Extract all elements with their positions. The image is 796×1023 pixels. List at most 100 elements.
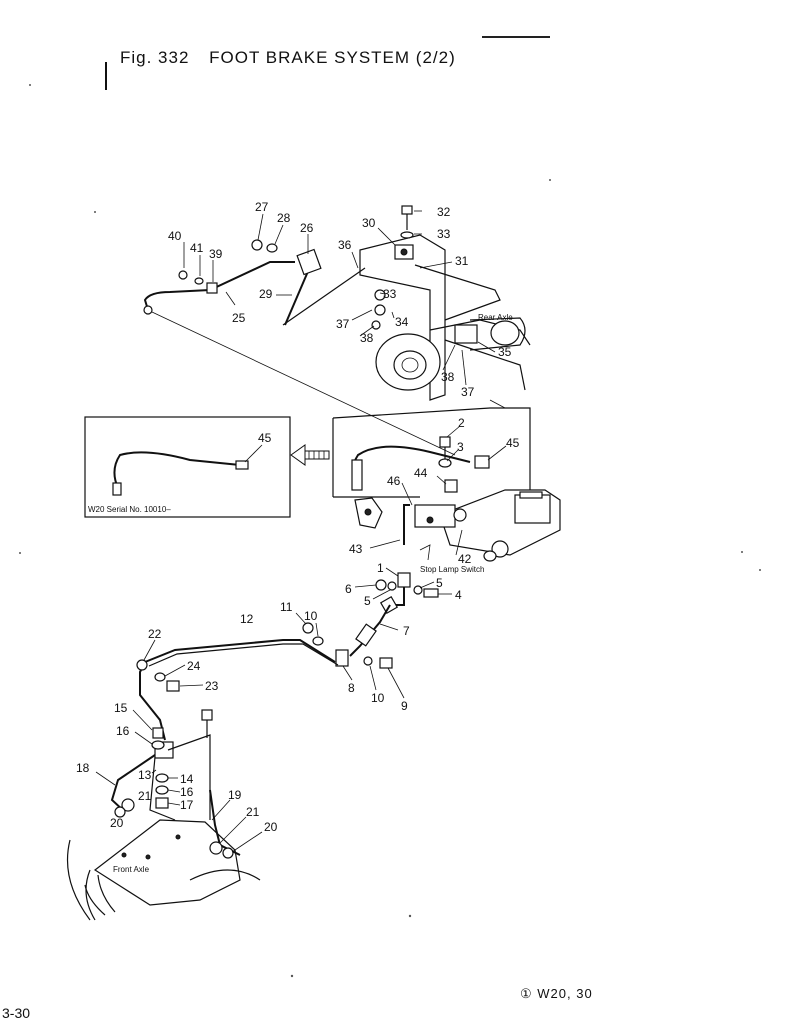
callout-3: 3: [457, 440, 464, 454]
speck: [549, 179, 551, 181]
part-23-bolt: [166, 680, 180, 692]
front-axle-housing: [93, 819, 241, 906]
speck: [408, 914, 412, 918]
leader-30: [377, 227, 396, 246]
callout-38a: 38: [360, 331, 374, 345]
callout-6: 6: [345, 582, 352, 596]
leader-25: [225, 291, 236, 306]
front-axle-label: Front Axle: [113, 865, 150, 874]
front-bracket-left: [149, 756, 176, 821]
callout-21b: 21: [246, 805, 260, 819]
callout-1: 1: [377, 561, 384, 575]
top-rule: [482, 36, 550, 38]
callout-28: 28: [277, 211, 291, 225]
part-1-tee: [397, 572, 411, 588]
callout-5a: 5: [436, 576, 443, 590]
brake-drum-center: [401, 357, 419, 373]
stop-lamp-switch-body: [419, 544, 431, 561]
leader-44: [436, 475, 447, 485]
axle-lower-edge: [189, 869, 261, 881]
callout-18: 18: [76, 761, 90, 775]
callout-13: 13: [138, 768, 152, 782]
speck: [19, 552, 21, 554]
axle-bolt-1: [121, 852, 127, 858]
leader-19: [211, 799, 231, 821]
inset-frame: [84, 416, 291, 518]
part-6-nut: [375, 579, 387, 591]
speck: [29, 84, 31, 86]
part-41-washer: [194, 277, 204, 285]
part-12-pipe-outline: [148, 643, 339, 667]
callout-30: 30: [362, 216, 376, 230]
part-9-bolt: [379, 657, 393, 669]
callout-20a: 20: [110, 816, 124, 830]
mid-fittings: [295, 567, 452, 699]
leader-9: [387, 667, 405, 699]
part-28-washer: [266, 243, 278, 253]
leader-35: [477, 341, 496, 353]
inset-serial-note: W20 Serial No. 10010–: [88, 505, 171, 514]
callout-44: 44: [414, 466, 428, 480]
callout-38b: 38: [441, 370, 455, 384]
callout-45b: 45: [506, 436, 520, 450]
leader-11: [295, 612, 307, 625]
callout-40: 40: [168, 229, 182, 243]
leader-37a: [351, 309, 373, 321]
leader-24: [164, 664, 186, 677]
leader-20b: [231, 831, 263, 853]
title-margin-bar: [105, 62, 107, 90]
part-46-pipe: [403, 504, 410, 545]
connector-line-25: [151, 311, 456, 456]
part-32-bolt-head: [401, 205, 413, 215]
axle-flange: [490, 320, 520, 346]
callout-27: 27: [255, 200, 269, 214]
callout-5b: 5: [364, 594, 371, 608]
part-39-clip: [206, 282, 218, 294]
speck: [759, 569, 761, 571]
callout-14: 14: [180, 772, 194, 786]
callout-45a: 45: [258, 431, 272, 445]
part-16b-washer: [155, 785, 169, 795]
callout-16a: 16: [116, 724, 130, 738]
callout-4: 4: [455, 588, 462, 602]
part-20a-bolt: [114, 806, 126, 818]
leader-21b: [219, 816, 247, 844]
callout-43: 43: [349, 542, 363, 556]
leader-23: [179, 684, 204, 687]
reservoir: [514, 494, 551, 524]
leader-15: [132, 709, 153, 731]
pipe-25-end: [143, 305, 153, 315]
callout-10a: 10: [304, 609, 318, 623]
rear-axle-assembly: [143, 205, 531, 409]
master-cylinder-outlet: [491, 540, 509, 558]
speck: [290, 974, 294, 978]
model-reference: ① W20, 30: [520, 986, 593, 1001]
callout-46: 46: [387, 474, 401, 488]
part-25-pipe: [143, 261, 295, 311]
bracket-plate: [359, 234, 446, 401]
figure-number: Fig. 332: [120, 48, 190, 67]
part-33-washer: [374, 289, 386, 301]
callout-33a: 33: [437, 227, 451, 241]
part-18-pipe: [110, 754, 156, 813]
part-8-union: [335, 649, 349, 667]
part-21b-union: [209, 841, 223, 855]
callout-labels: 40 41 39 27 28 26 29 25 30 36 32 33 31 3…: [76, 200, 520, 834]
part-33-washer-top: [400, 231, 414, 239]
part-4-bolt: [423, 588, 439, 598]
callout-36: 36: [338, 238, 352, 252]
part-44-block: [444, 479, 458, 493]
callout-33b: 33: [383, 287, 397, 301]
leader-46: [401, 482, 413, 506]
reservoir-cap: [519, 491, 543, 499]
callout-16b: 16: [180, 785, 194, 799]
part-37-washer: [374, 304, 386, 316]
leader-34: [391, 311, 395, 319]
part-27-bolt: [251, 239, 263, 251]
leader-38b: [442, 344, 456, 371]
hose-7-fitting: [355, 623, 377, 647]
part-11-bolt: [302, 622, 314, 634]
callout-42: 42: [458, 552, 472, 566]
part-40-bolt: [178, 270, 188, 280]
